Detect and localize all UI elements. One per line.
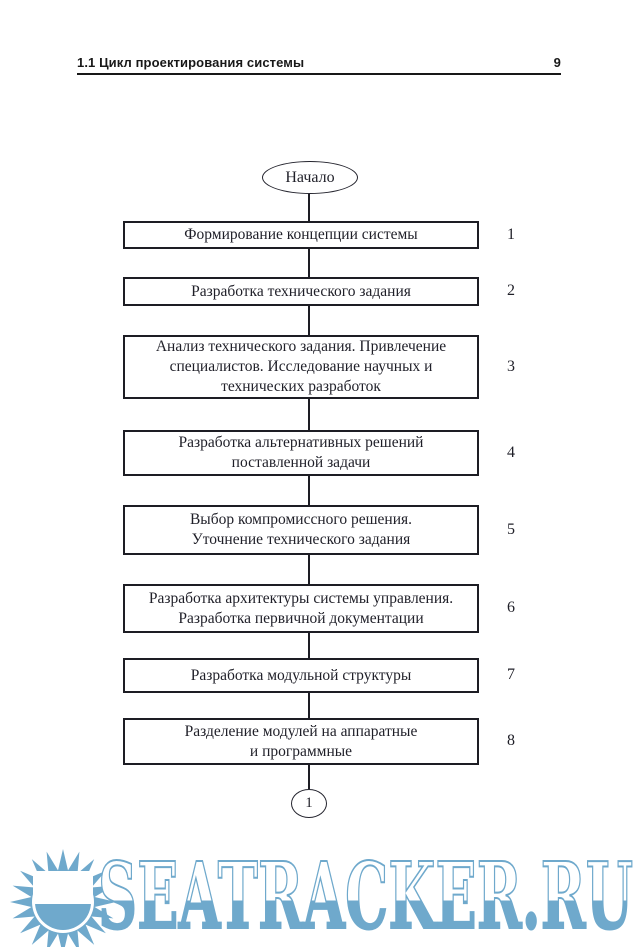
- watermark-sun-disc: [32, 871, 94, 933]
- watermark: SEATRACKER.RU: [10, 848, 634, 947]
- step-number-8: 8: [507, 732, 515, 749]
- flow-connector: [308, 633, 310, 658]
- offpage-connector: 1: [291, 789, 327, 818]
- flow-connector: [308, 399, 310, 430]
- page-number: 9: [553, 55, 561, 70]
- step-number-7: 7: [507, 666, 515, 683]
- flow-connector: [308, 476, 310, 505]
- start-terminal-label: Начало: [285, 168, 335, 186]
- flow-connector: [308, 693, 310, 718]
- process-box-1: Формирование концепции системы: [123, 221, 479, 249]
- flow-connector: [308, 765, 310, 789]
- step-number-3: 3: [507, 358, 515, 375]
- process-box-3: Анализ технического задания. Привлечение…: [123, 335, 479, 399]
- step-number-5: 5: [507, 521, 515, 538]
- process-box-5: Выбор компромиссного решения. Уточнение …: [123, 505, 479, 555]
- process-box-2: Разработка технического задания: [123, 277, 479, 306]
- watermark-text: SEATRACKER.RU: [98, 848, 633, 947]
- flow-connector: [308, 194, 310, 221]
- watermark-sun-icon: [10, 849, 116, 947]
- step-number-6: 6: [507, 599, 515, 616]
- section-title: 1.1 Цикл проектирования системы: [77, 55, 305, 70]
- flow-connector: [308, 249, 310, 277]
- step-number-1: 1: [507, 226, 515, 243]
- process-box-4: Разработка альтернативных решений постав…: [123, 430, 479, 476]
- watermark-sun-sea: [35, 874, 91, 930]
- process-box-6: Разработка архитектуры системы управлени…: [123, 584, 479, 633]
- process-box-8: Разделение модулей на аппаратные и прогр…: [123, 718, 479, 765]
- running-head: 1.1 Цикл проектирования системы 9: [77, 55, 561, 75]
- process-box-7: Разработка модульной структуры: [123, 658, 479, 693]
- offpage-connector-label: 1: [305, 795, 313, 811]
- step-number-2: 2: [507, 282, 515, 299]
- watermark-sun-horizon: [33, 871, 93, 904]
- watermark-sun-rays: [10, 849, 116, 947]
- start-terminal: Начало: [262, 161, 358, 194]
- step-number-4: 4: [507, 444, 515, 461]
- flow-connector: [308, 555, 310, 584]
- flow-connector: [308, 306, 310, 335]
